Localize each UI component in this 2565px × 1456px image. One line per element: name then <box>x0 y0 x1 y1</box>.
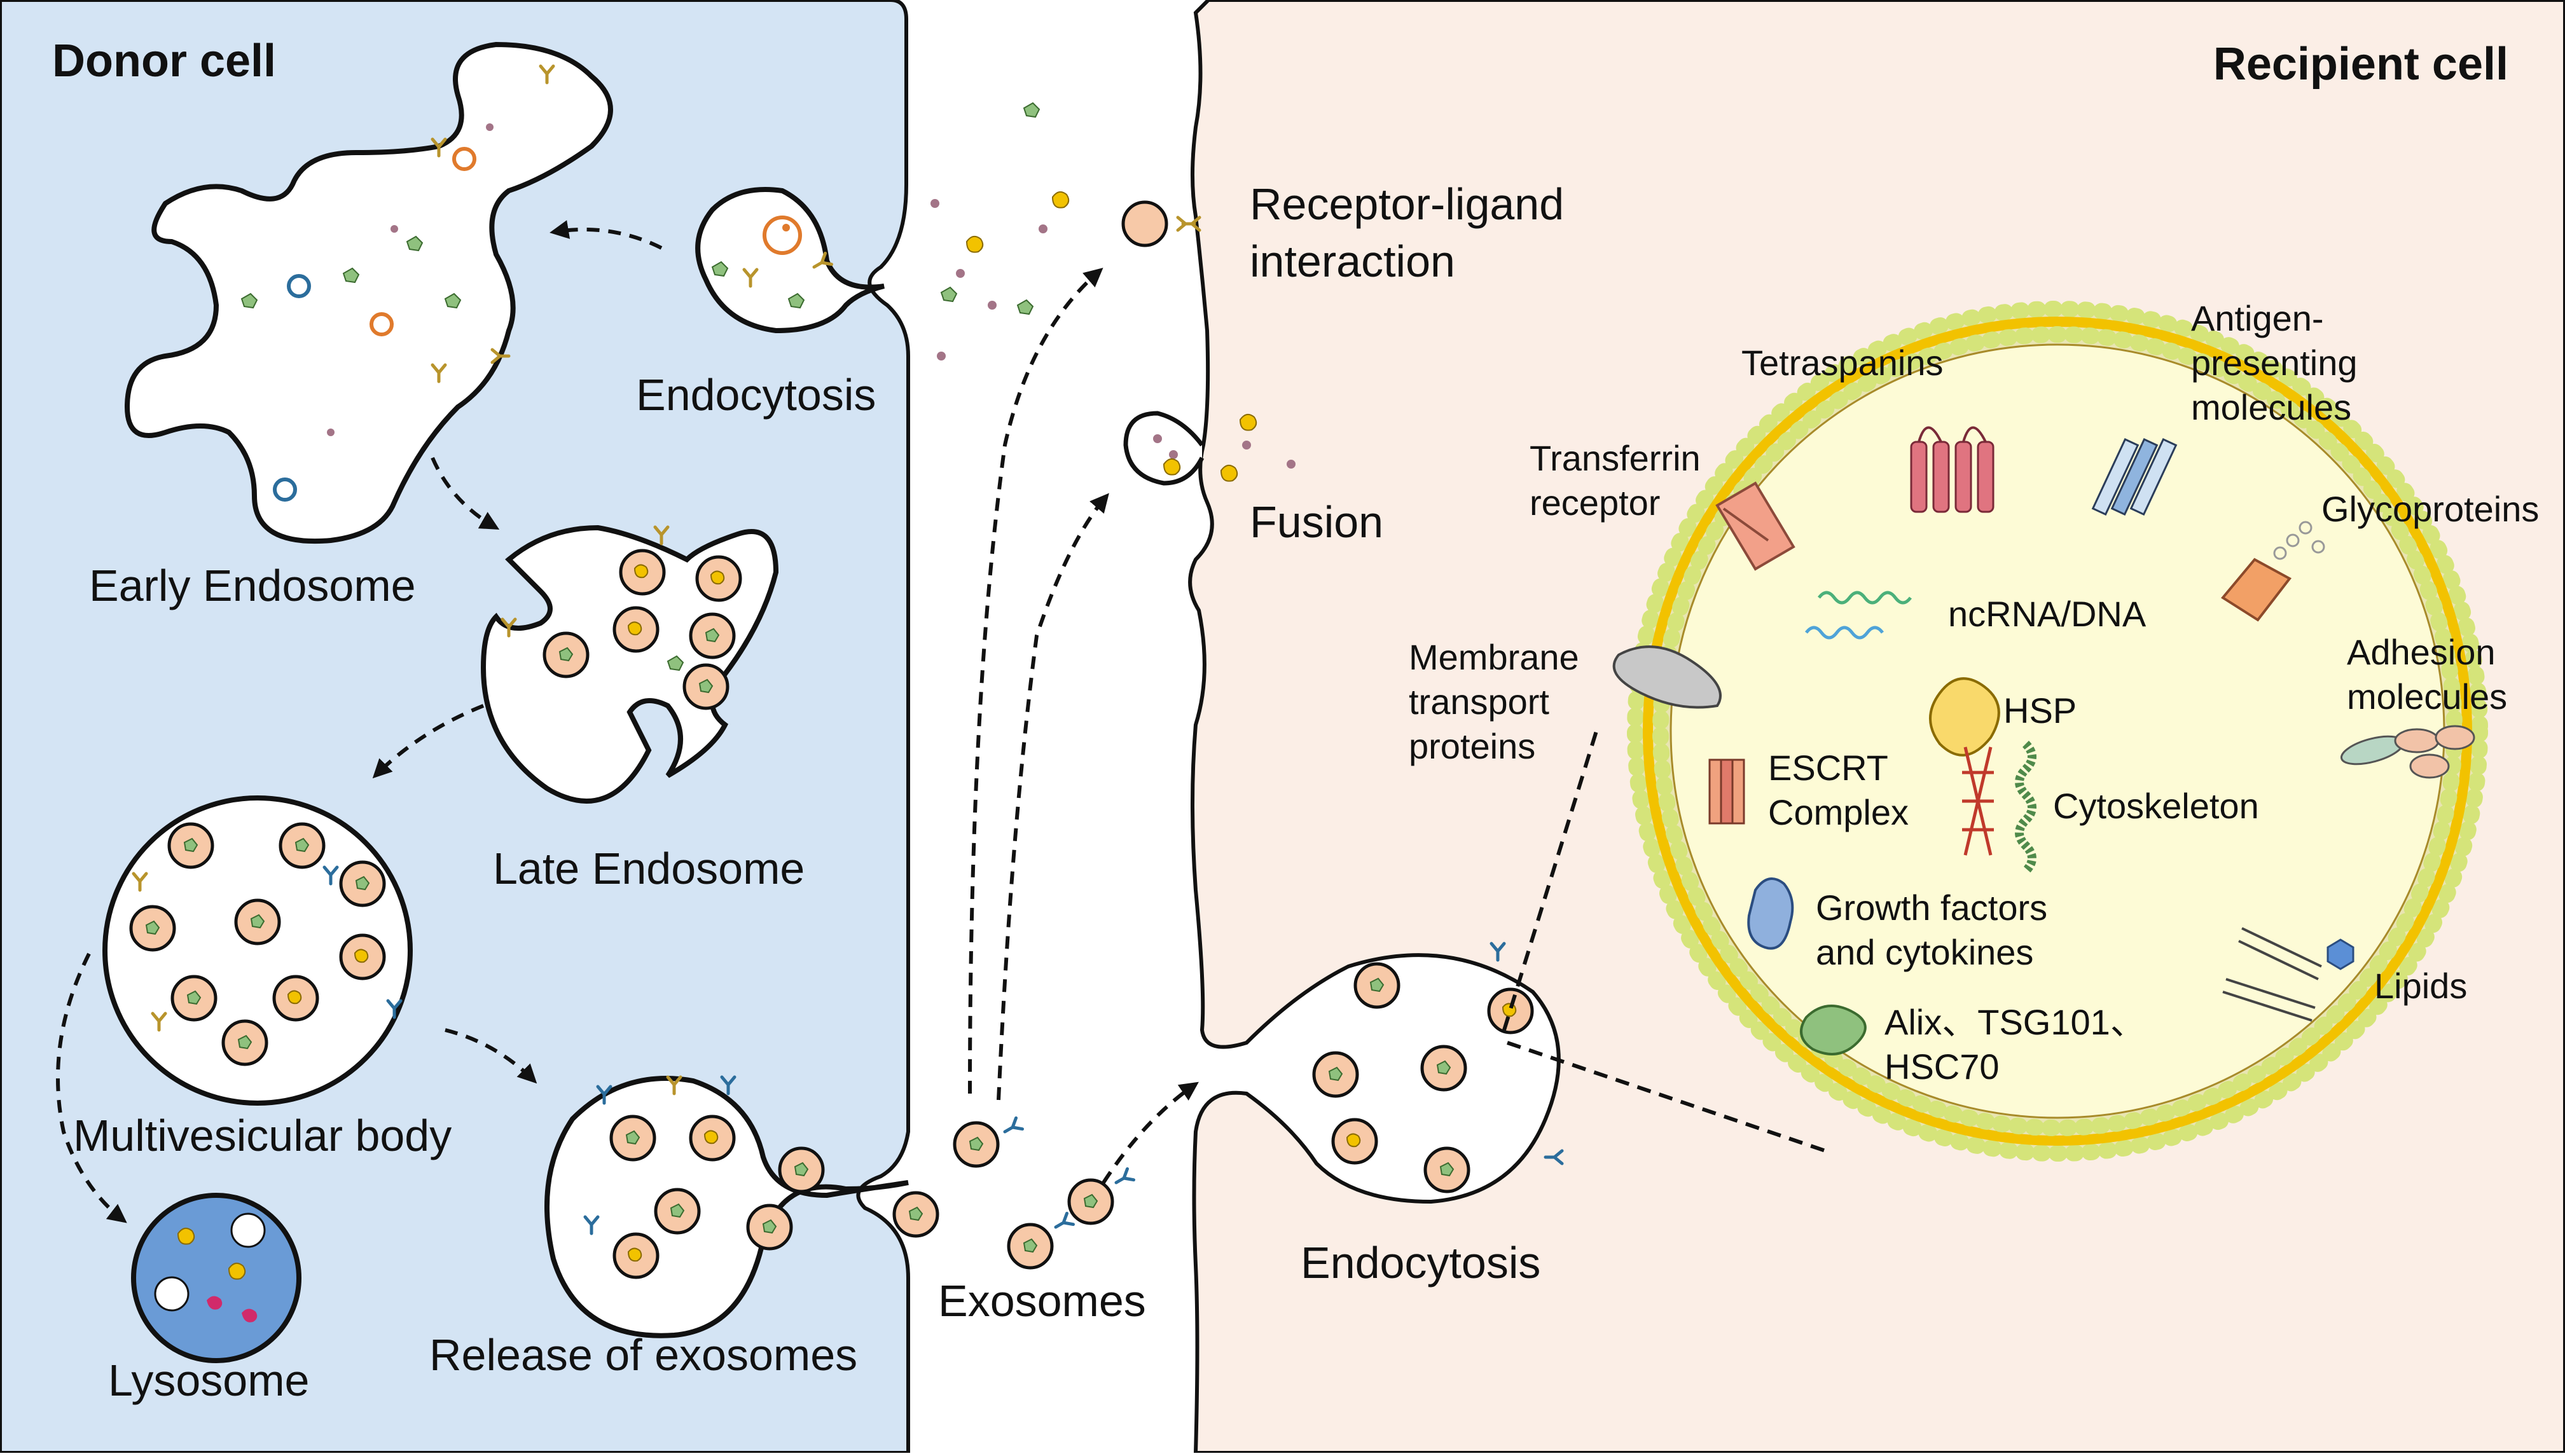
lysosome <box>131 1193 301 1363</box>
adhesion-molecule-protein <box>2340 725 2475 779</box>
membrane-label-3: proteins <box>1409 726 1535 766</box>
late-endosome-label: Late Endosome <box>493 844 805 893</box>
recipient-endocytosis-label: Endocytosis <box>1301 1238 1540 1288</box>
cytoskeleton-filaments <box>1962 741 2036 874</box>
fusion-exosome <box>1123 411 1296 486</box>
transferrin-receptor-protein <box>1715 481 1795 571</box>
membrane-transport-protein <box>1612 645 1722 709</box>
receptor-ligand-exosome <box>1121 200 1200 247</box>
arrow-late-to-mvb <box>372 704 485 779</box>
adhesion-label-2: molecules <box>2347 676 2507 717</box>
growth-label-1: Growth factors <box>1816 888 2047 928</box>
lipids-label: Lipids <box>2374 966 2467 1006</box>
alix-label-2: HSC70 <box>1884 1047 2000 1087</box>
release-label: Release of exosomes <box>429 1330 857 1380</box>
lipid-molecules <box>2222 927 2354 1022</box>
donor-endocytosis-bud <box>695 187 885 334</box>
antigen-label-2: presenting <box>2191 343 2358 383</box>
cytoskeleton-label: Cytoskeleton <box>2053 786 2259 826</box>
free-ligands <box>930 102 1070 361</box>
receptor-ligand-label-2: interaction <box>1250 237 1455 286</box>
tetraspanins-label: Tetraspanins <box>1741 343 1944 383</box>
membrane-label-2: transport <box>1409 682 1549 722</box>
release-compartment <box>544 1077 909 1338</box>
exosomes-label: Exosomes <box>938 1276 1146 1326</box>
donor-cell-title: Donor cell <box>52 36 276 86</box>
hsp-blob <box>1929 677 2000 757</box>
multivesicular-body <box>102 795 413 1106</box>
ncrna-dna-strands <box>1805 591 1912 640</box>
late-endosome <box>480 525 779 804</box>
transferrin-label-1: Transferrin <box>1530 438 1701 478</box>
membrane-label-1: Membrane <box>1409 637 1579 677</box>
recipient-cell-title: Recipient cell <box>2213 39 2508 90</box>
growth-label-2: and cytokines <box>1816 932 2033 972</box>
arrow-mvb-to-release <box>445 1028 537 1084</box>
arrow-mvb-to-lysosome <box>56 952 127 1223</box>
arrow-to-recipient-endocytosis <box>1102 1082 1199 1184</box>
zoom-line-upper <box>1502 731 1598 1031</box>
early-endosome-label: Early Endosome <box>89 561 416 610</box>
adhesion-label-1: Adhesion <box>2347 632 2496 672</box>
glycoproteins-label: Glycoproteins <box>2321 489 2539 529</box>
alix-label-1: Alix、TSG101、 <box>1884 1002 2146 1042</box>
tetraspanin-protein <box>1910 426 1995 513</box>
ncrna-label: ncRNA/DNA <box>1948 594 2147 634</box>
antigen-label-3: molecules <box>2191 387 2351 427</box>
lysosome-label: Lysosome <box>108 1356 309 1405</box>
antigen-presenting-protein <box>2091 437 2178 516</box>
arrow-early-to-late <box>431 457 500 530</box>
early-endosome <box>124 41 613 544</box>
donor-endocytosis-label: Endocytosis <box>636 370 876 420</box>
arrow-to-fusion <box>997 493 1109 1101</box>
arrow-endocytosis-to-early <box>550 220 663 250</box>
escrt-label-1: ESCRT <box>1768 748 1888 788</box>
antigen-label-1: Antigen- <box>2191 298 2324 338</box>
transferrin-label-2: receptor <box>1530 483 1660 523</box>
receptor-ligand-label-1: Receptor-ligand <box>1250 179 1564 229</box>
fusion-label: Fusion <box>1250 497 1383 547</box>
hsp-label: HSP <box>2003 690 2077 731</box>
escrt-complex <box>1708 759 1745 825</box>
glycoprotein-protein <box>2221 521 2325 622</box>
zoom-line-lower <box>1507 1041 1826 1153</box>
mvb-label: Multivesicular body <box>73 1111 452 1160</box>
escrt-label-2: Complex <box>1768 792 1909 832</box>
alix-blob <box>1800 1005 1867 1055</box>
growth-factor-blob <box>1747 877 1794 950</box>
